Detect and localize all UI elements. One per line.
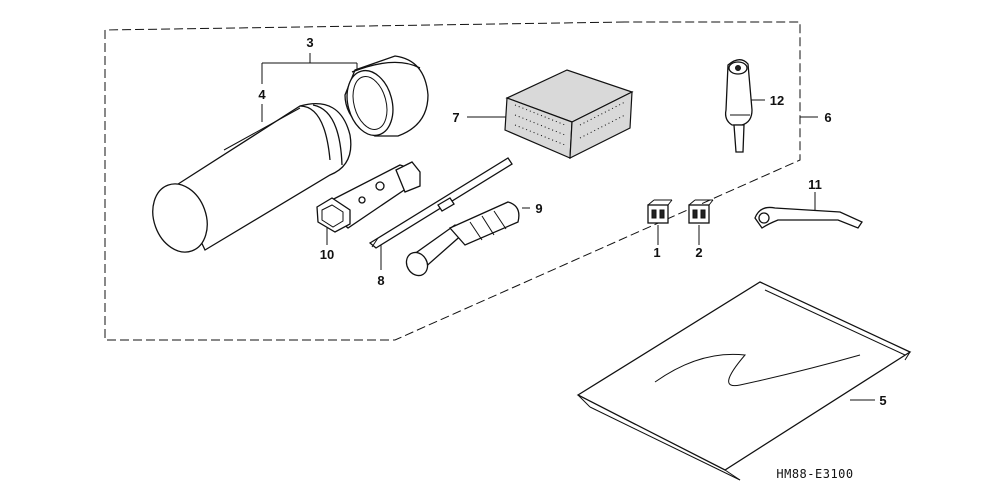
fuse-clip-2 <box>688 199 714 224</box>
bag-band-ring <box>344 55 429 137</box>
label-part-2: 2 <box>695 245 702 260</box>
screwdriver-handle <box>405 201 520 277</box>
label-part-6: 6 <box>824 110 831 125</box>
tool-bag-cylinder <box>152 102 352 253</box>
label-part-10: 10 <box>320 247 334 262</box>
label-part-9: 9 <box>535 201 542 216</box>
owners-manual <box>576 281 912 481</box>
label-part-8: 8 <box>377 273 384 288</box>
fuse-clip-1 <box>647 199 673 224</box>
label-part-4: 4 <box>258 87 266 102</box>
label-part-5: 5 <box>879 393 886 408</box>
bent-hook-tool <box>754 206 863 229</box>
label-part-12: 12 <box>770 93 784 108</box>
small-handle-tool <box>724 59 753 153</box>
label-part-1: 1 <box>653 245 660 260</box>
sponge-block <box>504 69 634 159</box>
kit-boundary-dashed <box>104 21 801 341</box>
label-part-11: 11 <box>808 177 822 192</box>
label-part-7: 7 <box>452 110 459 125</box>
screwdriver-shaft <box>368 157 513 249</box>
label-part-3: 3 <box>306 35 313 50</box>
plug-wrench <box>316 161 421 233</box>
leader-lines <box>261 53 875 401</box>
diagram-code: HM88-E3100 <box>776 467 853 481</box>
